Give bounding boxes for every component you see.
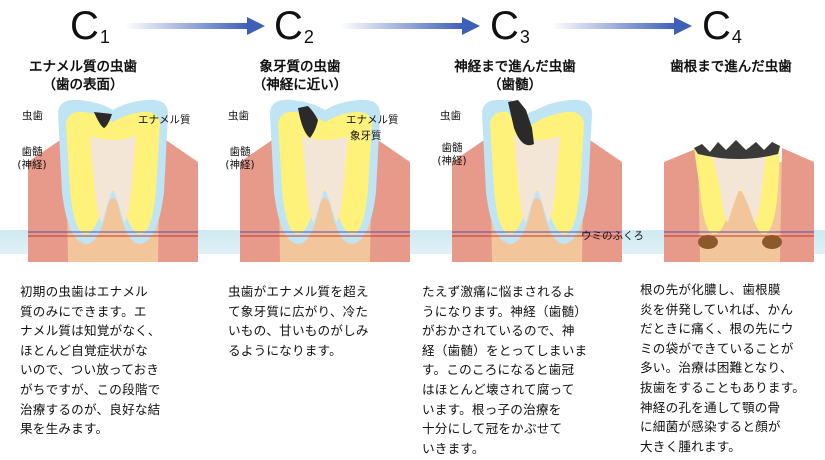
stage-description-c4: 根の先が化膿し、歯根膜炎を併発していれば、かんだときに痛く、根の先にウミの袋がで… [640,282,806,454]
tooth-illustration-c4 [664,140,814,262]
callout-pulp-c1: 歯髄(神経) [17,146,47,171]
callout-pus-sac-c4: ウミのふくろ [581,230,644,242]
tooth-illustration-c1 [28,99,198,262]
stage-title-c2: 象牙質の虫歯（神経に近い） [252,59,348,93]
callout-pulp-c3: 歯髄(神経) [437,142,467,167]
callout-cavity-c2: 虫歯 [228,110,249,122]
stage-description-c3: たえず激痛に悩まされるようになります。神経（歯髄）がおかされているので、神経（歯… [422,284,588,456]
callout-enamel-c2: エナメル質 [346,114,399,126]
callout-dentin-c2: 象牙質 [350,130,382,142]
tooth-illustration-c3 [452,99,622,262]
arrow-right-icon [340,17,480,35]
stage-description-c1: 初期の虫歯はエナメル質のみにできます。エナメル質は知覚がなく、ほとんど自覚症状が… [20,284,161,437]
callout-cavity-c3: 虫歯 [440,110,461,122]
stage-label-c4: C4 [702,4,742,48]
stage-description-c2: 虫歯がエナメル質を超えて象牙質に広がり、冷たいもの、甘いものがしみるようになりま… [228,284,369,358]
stage-title-c4: 歯根まで進んだ虫歯 [670,59,792,75]
stage-title-c1: エナメル質の虫歯（歯の表面） [29,59,137,93]
stage-label-c3: C3 [490,4,530,48]
stage-label-c1: C1 [70,4,110,48]
stage-label-c2: C2 [274,4,314,48]
callout-enamel-c1: エナメル質 [138,114,191,126]
stage-title-c3: 神経まで進んだ虫歯（歯髄） [454,59,576,93]
arrow-right-icon [125,17,265,35]
arrow-right-icon [552,17,692,35]
callout-cavity-c1: 虫歯 [22,110,43,122]
tooth-illustration-c2 [240,99,410,262]
callout-pulp-c2: 歯髄(神経) [225,146,255,171]
